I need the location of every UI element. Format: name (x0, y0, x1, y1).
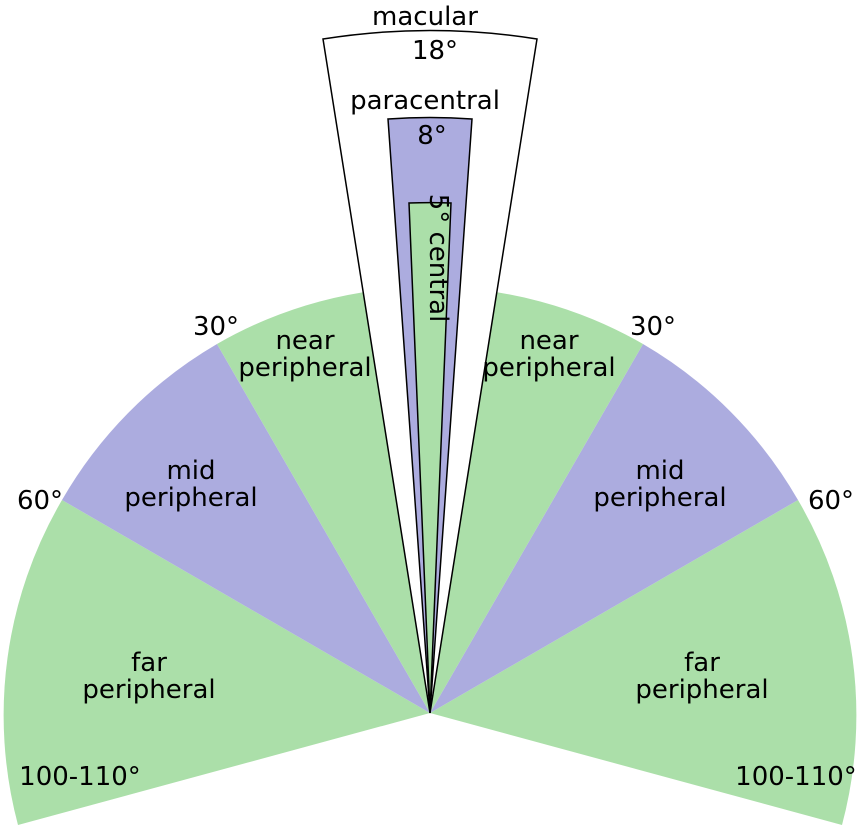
macular-degree-label: 18° (412, 36, 458, 66)
paracentral-label: paracentral (350, 86, 500, 116)
mid-peripheral-left-label-line2: peripheral (124, 483, 257, 513)
central-label: 5° central (423, 194, 453, 323)
near-peripheral-left-label-line2: peripheral (238, 353, 371, 383)
near-peripheral-right-label-line1: near (519, 326, 578, 356)
mid-peripheral-right-label-line2: peripheral (593, 483, 726, 513)
far-peripheral-right-label-line1: far (684, 648, 720, 678)
paracentral-degree-label: 8° (417, 121, 447, 151)
macular-label: macular (372, 2, 478, 32)
far-peripheral-right-sector (430, 500, 857, 825)
near-peripheral-right-label-line2: peripheral (482, 353, 615, 383)
angle-far-left-label: 100-110° (19, 762, 141, 792)
angle-30-right-label: 30° (630, 312, 676, 342)
mid-peripheral-left-label-line1: mid (166, 456, 215, 486)
angle-60-left-label: 60° (17, 486, 63, 516)
central-wedge (408, 201, 452, 714)
mid-peripheral-right-sector (430, 344, 798, 713)
angle-60-right-label: 60° (808, 486, 854, 516)
far-peripheral-left-label-line2: peripheral (82, 675, 215, 705)
mid-peripheral-right-label-line1: mid (635, 456, 684, 486)
far-peripheral-left-sector (3, 500, 430, 825)
far-peripheral-right-label-line2: peripheral (635, 675, 768, 705)
angle-30-left-label: 30° (193, 312, 239, 342)
near-peripheral-left-label-line1: near (275, 326, 334, 356)
mid-peripheral-left-sector (62, 344, 430, 713)
far-peripheral-left-label-line1: far (131, 648, 167, 678)
angle-far-right-label: 100-110° (735, 762, 857, 792)
